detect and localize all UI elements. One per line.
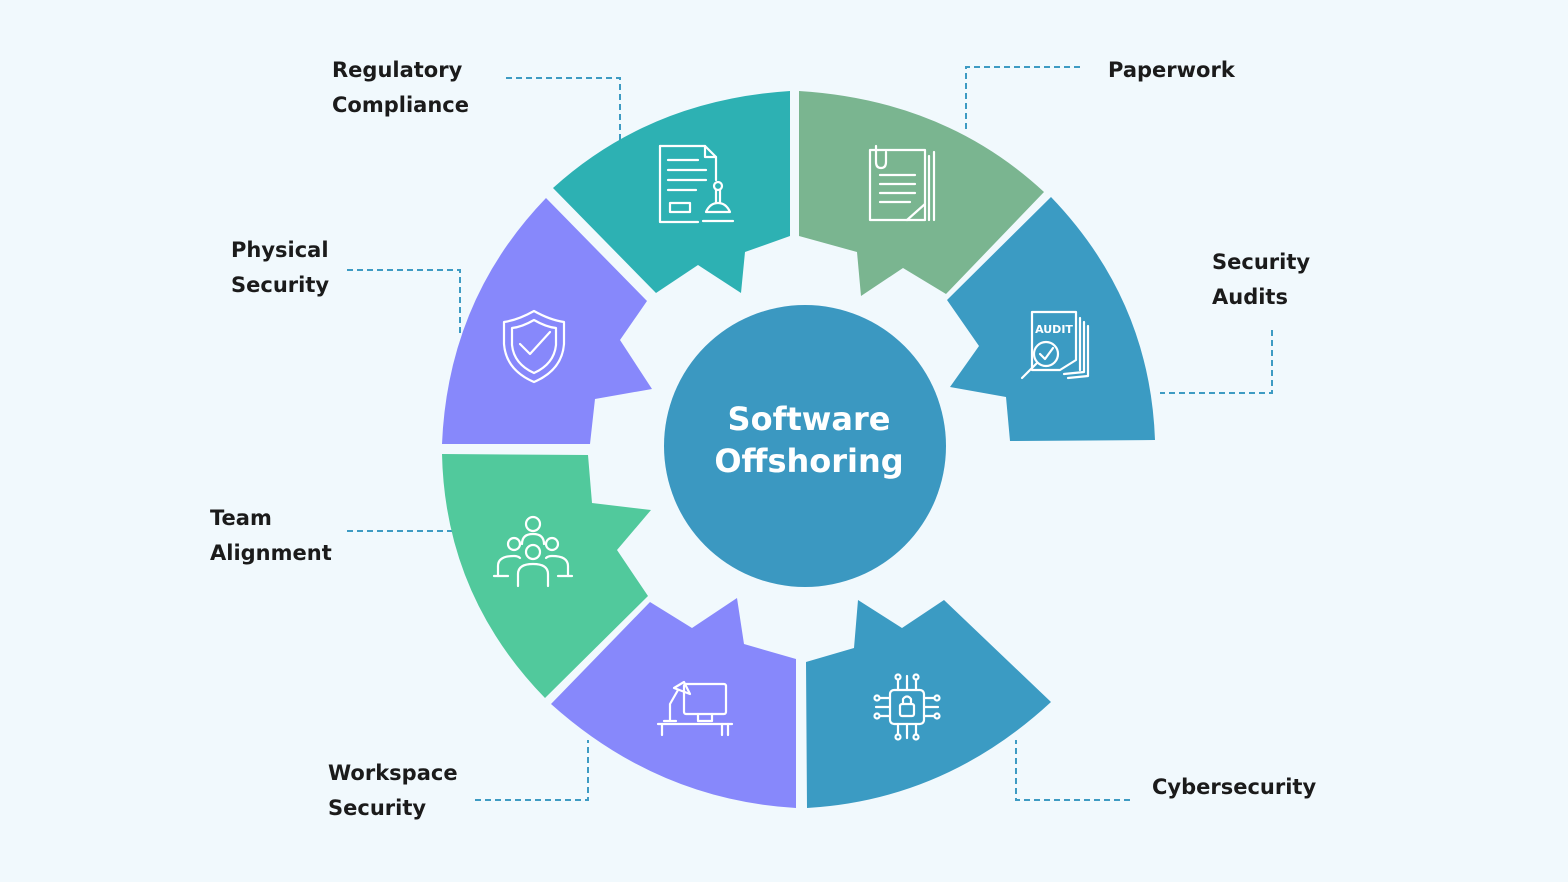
segment-audits [947, 197, 1155, 441]
segment-paperwork [799, 91, 1044, 296]
connectors [347, 66, 1273, 801]
connector-cyber [1015, 740, 1130, 801]
label-team-line2: Alignment [210, 541, 332, 565]
label-physical: Physical Security [231, 233, 329, 303]
ring-segments [442, 91, 1155, 808]
connector-paperwork [965, 66, 1080, 130]
label-physical-line1: Physical [231, 238, 329, 262]
center-title: Software Offshoring [664, 398, 954, 482]
connector-physical [347, 269, 461, 335]
segment-regulatory [553, 91, 790, 293]
label-paperwork-line1: Paperwork [1108, 58, 1235, 82]
label-workspace-line2: Security [328, 796, 427, 820]
circuit-lock-icon [873, 673, 941, 741]
center-title-line2: Offshoring [714, 442, 904, 480]
connector-audits [1160, 330, 1273, 394]
segment-team [442, 454, 651, 698]
connector-regulatory [506, 77, 621, 140]
center-circle [664, 305, 946, 587]
segment-physical [442, 198, 652, 444]
segment-workspace [551, 598, 796, 808]
label-audits: Security Audits [1212, 245, 1310, 315]
label-audits-line2: Audits [1212, 285, 1288, 309]
desk-computer-icon [656, 680, 734, 737]
label-cyber-line1: Cybersecurity [1152, 775, 1317, 799]
label-regulatory: Regulatory Compliance [332, 53, 469, 123]
team-icon [492, 515, 574, 588]
label-physical-line2: Security [231, 273, 330, 297]
label-paperwork: Paperwork [1108, 53, 1235, 88]
label-regulatory-line2: Compliance [332, 93, 469, 117]
label-cyber: Cybersecurity [1152, 770, 1316, 805]
shield-check-icon [502, 309, 566, 384]
document-stamp-icon [658, 144, 735, 224]
documents-icon [868, 144, 936, 222]
audit-icon: AUDIT [1020, 310, 1090, 380]
label-workspace: Workspace Security [328, 756, 458, 826]
label-team: Team Alignment [210, 501, 332, 571]
label-audits-line1: Security [1212, 250, 1311, 274]
connector-workspace [475, 740, 589, 801]
label-workspace-line1: Workspace [328, 761, 458, 785]
svg-text:AUDIT: AUDIT [1035, 323, 1073, 336]
label-regulatory-line1: Regulatory [332, 58, 463, 82]
center-title-line1: Software [727, 400, 891, 438]
label-team-line1: Team [210, 506, 272, 530]
segment-cyber [806, 600, 1051, 808]
